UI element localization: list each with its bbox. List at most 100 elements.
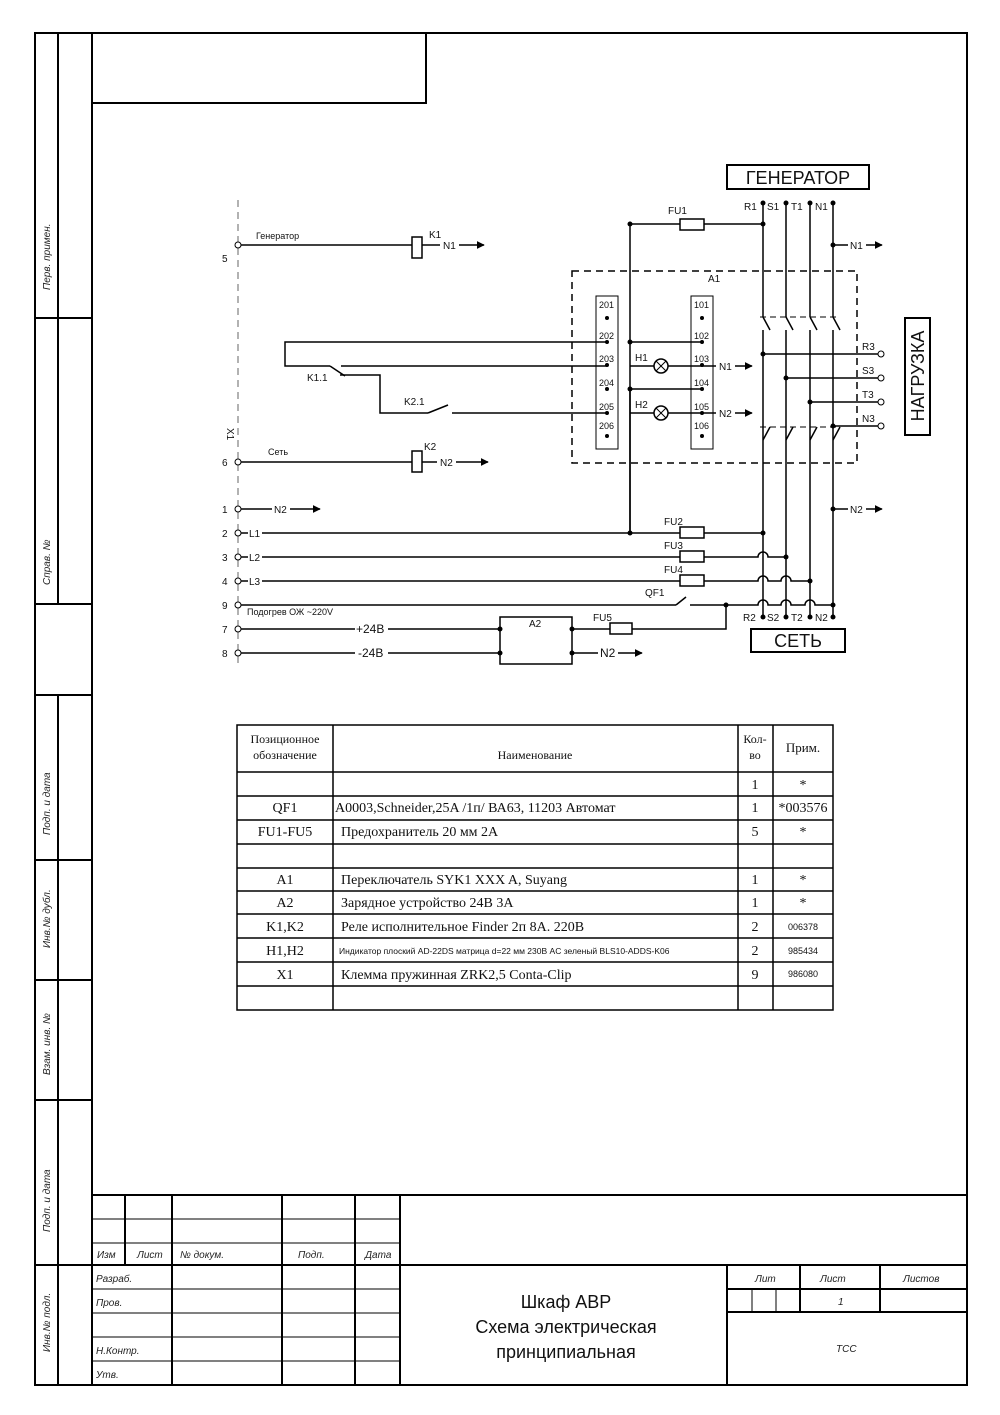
svg-text:N3: N3 [862,414,875,425]
svg-text:202: 202 [599,331,614,341]
schematic: X1 ГЕНЕРАТОР СЕТЬ НАГРУЗКА A1 201 202 20… [222,164,931,665]
h1-indicator: H1 N1 [627,339,753,374]
th-pos-1: Позиционное [251,732,320,746]
title-block: Изм Лист № докум. Подп. Дата Разраб. Про… [92,1194,967,1385]
svg-text:3: 3 [222,553,228,564]
svg-text:R3: R3 [862,342,875,353]
svg-text:5: 5 [752,825,759,840]
th-pos-2: обозначение [253,748,317,762]
side-label-inv-podl: Инв.№ подл. [42,1293,53,1352]
svg-text:201: 201 [599,300,614,310]
svg-text:105: 105 [694,402,709,412]
svg-text:QF1: QF1 [645,588,665,599]
svg-text:QF1: QF1 [273,801,298,816]
svg-text:S3: S3 [862,366,875,377]
svg-text:T3: T3 [862,390,874,401]
th-note: Прим. [786,740,820,755]
a1-right-block [690,295,714,450]
col-data: Дата [364,1250,392,1261]
svg-text:1: 1 [752,896,759,911]
row-utv: Утв. [95,1370,119,1381]
contacts-k11-k21 [284,341,607,414]
svg-text:205: 205 [599,402,614,412]
svg-text:2: 2 [752,944,759,959]
terminals: 5 6 1 2 3 4 9 7 8 [222,241,242,660]
table-row: H1,H2 Индикатор плоский AD-22DS матрица … [266,944,818,959]
row-razrab: Разраб. [96,1273,132,1285]
terminal-strip-label: X1 [224,428,235,441]
svg-text:Подогрев ОЖ ~220V: Подогрев ОЖ ~220V [247,607,333,617]
svg-text:N2: N2 [815,613,828,624]
phases-bottom: R2 S2 T2 N2 [743,613,836,624]
svg-text:106: 106 [694,421,709,431]
svg-text:985434: 985434 [788,946,818,956]
svg-text:102: 102 [694,331,709,341]
heater-line: QF1 Подогрев ОЖ ~220V [241,588,836,617]
col-dokum: № докум. [180,1250,224,1261]
svg-text:7: 7 [222,625,228,636]
svg-text:*: * [800,873,807,888]
svg-text:+24В: +24В [356,622,384,636]
k21-label: K2.1 [404,397,425,408]
phase-lines: L1 L2 L3 FU2 FU3 FU4 [241,517,813,588]
svg-text:N1: N1 [850,241,863,252]
svg-text:Предохранитель 20 мм 2А: Предохранитель 20 мм 2А [341,825,499,840]
set-box: СЕТЬ [750,628,846,653]
svg-text:2: 2 [222,529,228,540]
svg-text:204: 204 [599,378,614,388]
h2-indicator: H2 N2 [627,386,753,532]
a1-left-pins: 201 202 203 204 205 206 [599,300,614,438]
col-podp: Подп. [298,1250,325,1261]
svg-text:Реле исполнительное Finder 2п: Реле исполнительное Finder 2п 8А. 220В [341,920,584,935]
frame [34,32,968,1386]
svg-text:FU2: FU2 [664,517,683,528]
fu1-circuit: FU1 [627,206,766,532]
listov-label: Листов [902,1274,939,1285]
col-izm: Изм [97,1250,116,1261]
svg-text:T1: T1 [791,202,803,213]
svg-text:2: 2 [752,920,759,935]
n1-n2-outputs: N1 N2 [830,241,883,516]
svg-text:Индикатор плоский AD-22DS матр: Индикатор плоский AD-22DS матрица d=22 м… [339,946,670,956]
side-label-podp-data-2: Подп. и дата [42,1169,53,1232]
component-table: Позиционное обозначение Наименование Кол… [236,724,834,1011]
col-list: Лист [136,1250,163,1261]
svg-text:L3: L3 [249,577,261,588]
svg-text:N2: N2 [440,458,453,469]
binding-strip [35,33,92,1385]
svg-text:FU5: FU5 [593,613,612,624]
svg-text:N2: N2 [719,409,732,420]
k11-label: K1.1 [307,373,328,384]
side-label-inv-dubl: Инв.№ дубл. [41,889,53,948]
table-row: X1 Клемма пружинная ZRK2,5 Conta-Clip 9 … [276,968,818,983]
a1-label: A1 [708,274,721,285]
svg-text:9: 9 [222,601,228,612]
svg-text:T2: T2 [791,613,803,624]
svg-text:101: 101 [694,300,709,310]
svg-text:1: 1 [752,801,759,816]
lit-label: Лит [754,1274,776,1285]
a1-right-pins: 101 102 103 104 105 106 [694,300,709,438]
svg-text:H1,H2: H1,H2 [266,944,304,959]
drawing-title-2: Схема электрическая [475,1317,656,1337]
svg-text:R2: R2 [743,613,756,624]
svg-text:*: * [800,896,807,911]
svg-text:FU1: FU1 [668,206,687,217]
svg-text:104: 104 [694,378,709,388]
svg-text:N1: N1 [719,362,732,373]
table-row: QF1 A0003,Schneider,25A /1п/ ВА63, 11203… [273,801,828,816]
side-label-sprav-no: Справ. № [42,539,53,585]
sheet-number: 1 [838,1297,844,1308]
k2-circuit: Сеть K2 N2 [241,442,489,473]
svg-text:A0003,Schneider,25A /1п/ ВА63,: A0003,Schneider,25A /1п/ ВА63, 11203 Авт… [335,801,615,816]
table-row: A2 Зарядное устройство 24В 3А 1 * [276,896,806,911]
svg-text:FU1-FU5: FU1-FU5 [258,825,312,840]
svg-text:1: 1 [752,778,759,793]
a1-left-block [595,295,619,450]
table-row: FU1-FU5 Предохранитель 20 мм 2А 5 * [258,825,807,840]
side-label-perv-primen: Перв. примен. [42,224,53,290]
th-name: Наименование [498,748,573,762]
list-label: Лист [819,1274,846,1285]
svg-text:*: * [800,778,807,793]
set-box-label: СЕТЬ [774,631,822,651]
